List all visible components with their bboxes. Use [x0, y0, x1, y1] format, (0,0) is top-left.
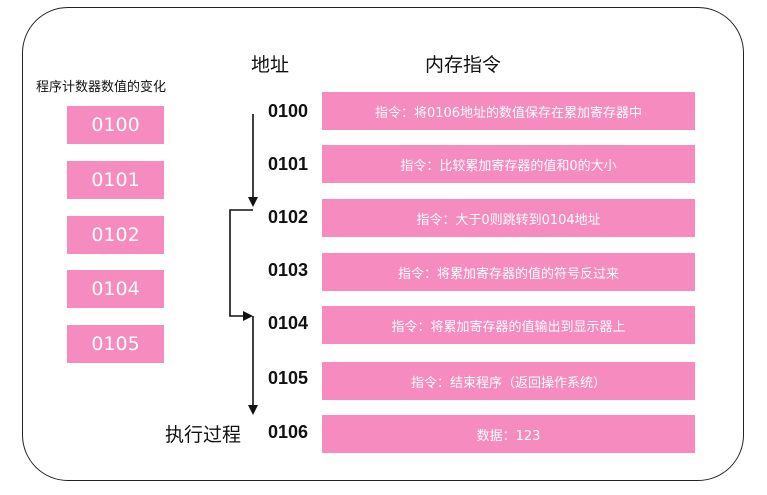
memory-address: 0105 — [268, 368, 309, 388]
memory-address: 0101 — [268, 154, 309, 174]
memory-cell: 指令：将0106地址的数值保存在累加寄存器中 — [322, 92, 695, 130]
pc-value-box: 0100 — [67, 106, 164, 144]
memory-cell: 指令：将累加寄存器的值输出到显示器上 — [322, 306, 695, 344]
pc-value-box: 0105 — [67, 325, 164, 363]
pc-value-box: 0104 — [67, 270, 164, 308]
memory-cell: 指令：比较累加寄存器的值和0的大小 — [322, 145, 695, 183]
memory-cell: 数据：123 — [322, 415, 695, 453]
memory-address: 0104 — [268, 313, 309, 333]
pc-header: 程序计数器数值的变化 — [36, 80, 167, 95]
execution-label: 执行过程 — [165, 424, 242, 446]
memory-address: 0100 — [268, 101, 309, 121]
memory-address: 0103 — [268, 260, 309, 280]
memory-cell: 指令：结束程序（返回操作系统） — [322, 362, 695, 400]
memory-cell: 指令：将累加寄存器的值的符号反过来 — [322, 253, 695, 291]
memory-address: 0106 — [268, 422, 309, 442]
address-header: 地址 — [251, 54, 290, 76]
memory-header: 内存指令 — [425, 54, 502, 76]
pc-value-box: 0101 — [67, 161, 164, 199]
pc-value-box: 0102 — [67, 216, 164, 254]
diagram-frame — [22, 7, 744, 481]
memory-cell: 指令：大于0则跳转到0104地址 — [322, 199, 695, 237]
flow-arrow-jump-to-0104 — [229, 209, 253, 321]
memory-address: 0102 — [268, 207, 309, 227]
